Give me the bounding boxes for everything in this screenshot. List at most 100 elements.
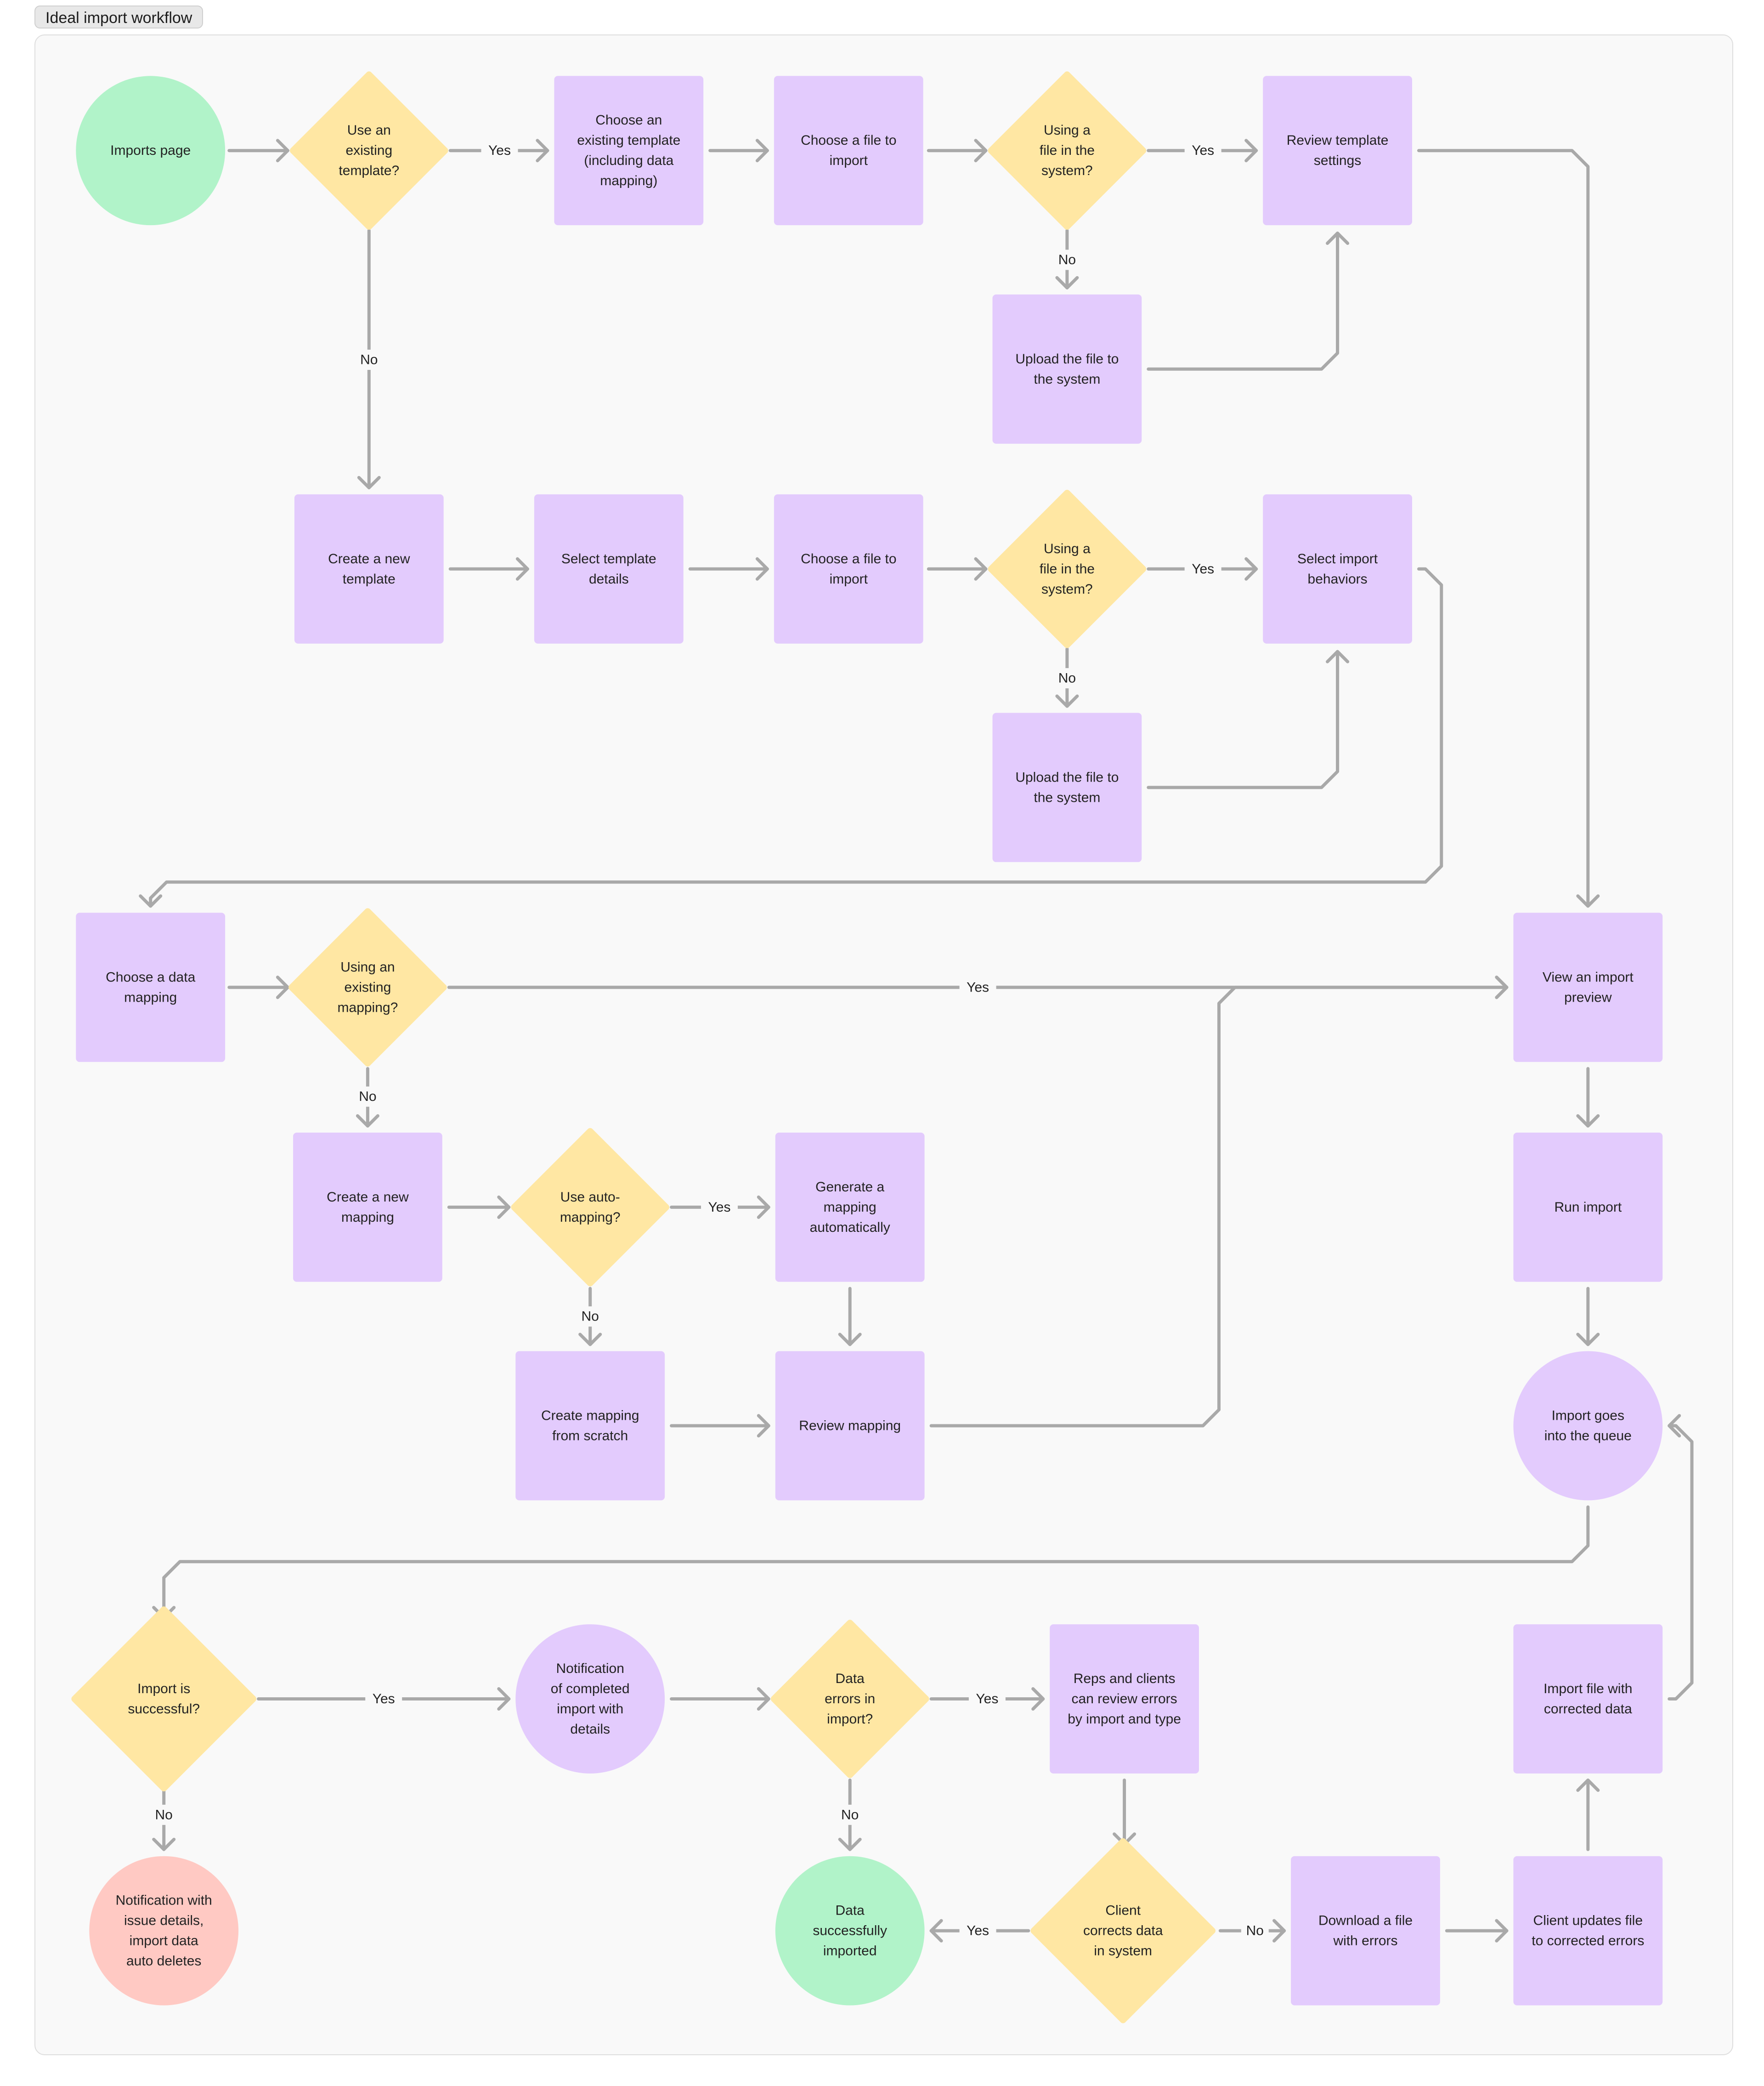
edge-27[interactable]	[162, 1505, 1590, 1620]
edge-label-bg	[365, 1689, 402, 1709]
arrowhead-8	[357, 476, 381, 489]
arrowhead-25	[1576, 1114, 1600, 1128]
edge-38[interactable]	[1668, 1424, 1694, 1701]
edge-14[interactable]	[1147, 650, 1340, 789]
edge-label-bg	[959, 977, 996, 998]
edge-label-no: No	[1058, 671, 1076, 686]
edge-label-yes: Yes	[488, 143, 511, 158]
edge-15[interactable]	[149, 567, 1443, 908]
arrowhead-32	[152, 1837, 176, 1851]
process-box	[1513, 1133, 1663, 1282]
edge-label-bg	[150, 1804, 178, 1825]
arrowhead-23	[757, 1414, 770, 1438]
process-box	[992, 713, 1142, 862]
edge-label-yes: Yes	[976, 1691, 998, 1706]
arrowhead-15	[139, 894, 163, 908]
edge-label-no: No	[1058, 252, 1076, 267]
decision-diamond	[288, 908, 447, 1067]
arrowhead-10	[755, 557, 769, 581]
edge-label-bg	[1241, 1921, 1269, 1941]
arrowhead-2	[755, 139, 769, 163]
arrowhead-11	[974, 557, 988, 581]
arrowhead-7	[1576, 894, 1600, 908]
arrowhead-31	[838, 1837, 862, 1851]
edge-label-bg	[968, 1689, 1006, 1709]
arrowhead-4	[1244, 139, 1258, 163]
process-box	[294, 494, 444, 644]
process-box	[1263, 494, 1412, 644]
node-use-auto-mapping[interactable]: Use auto-mapping?	[511, 1128, 669, 1287]
process-box	[1050, 1624, 1199, 1774]
edge-6[interactable]	[1147, 232, 1340, 371]
node-review-mapping[interactable]: Review mapping	[775, 1351, 925, 1501]
arrowhead-26	[1576, 1332, 1600, 1346]
circle-node	[89, 1856, 239, 2006]
node-run-import[interactable]: Run import	[1513, 1133, 1663, 1282]
arrowhead-13	[1055, 694, 1079, 708]
arrowhead-38	[1668, 1414, 1681, 1438]
process-box	[293, 1133, 442, 1282]
decision-diamond	[988, 71, 1147, 230]
frame-title[interactable]: Ideal import workflow	[34, 6, 204, 28]
circle-node	[76, 76, 226, 226]
edge-label-no: No	[582, 1309, 599, 1324]
decision-diamond	[1030, 1838, 1216, 2024]
edge-label-bg	[1053, 249, 1081, 270]
edge-label-bg	[701, 1197, 738, 1218]
process-box	[554, 76, 704, 226]
edge-label-bg	[355, 350, 383, 370]
edge-label-bg	[1053, 668, 1081, 689]
edge-7[interactable]	[1417, 149, 1590, 908]
circle-node	[515, 1624, 665, 1774]
arrowhead-14	[1326, 650, 1350, 663]
arrowhead-18	[356, 1114, 379, 1128]
edge-24[interactable]	[929, 986, 1509, 1428]
node-imports-page[interactable]: Imports page	[76, 76, 226, 226]
arrowhead-19	[497, 1195, 511, 1219]
edge-label-bg	[354, 1086, 382, 1107]
decision-diamond	[290, 71, 448, 230]
arrowhead-16	[276, 975, 289, 999]
